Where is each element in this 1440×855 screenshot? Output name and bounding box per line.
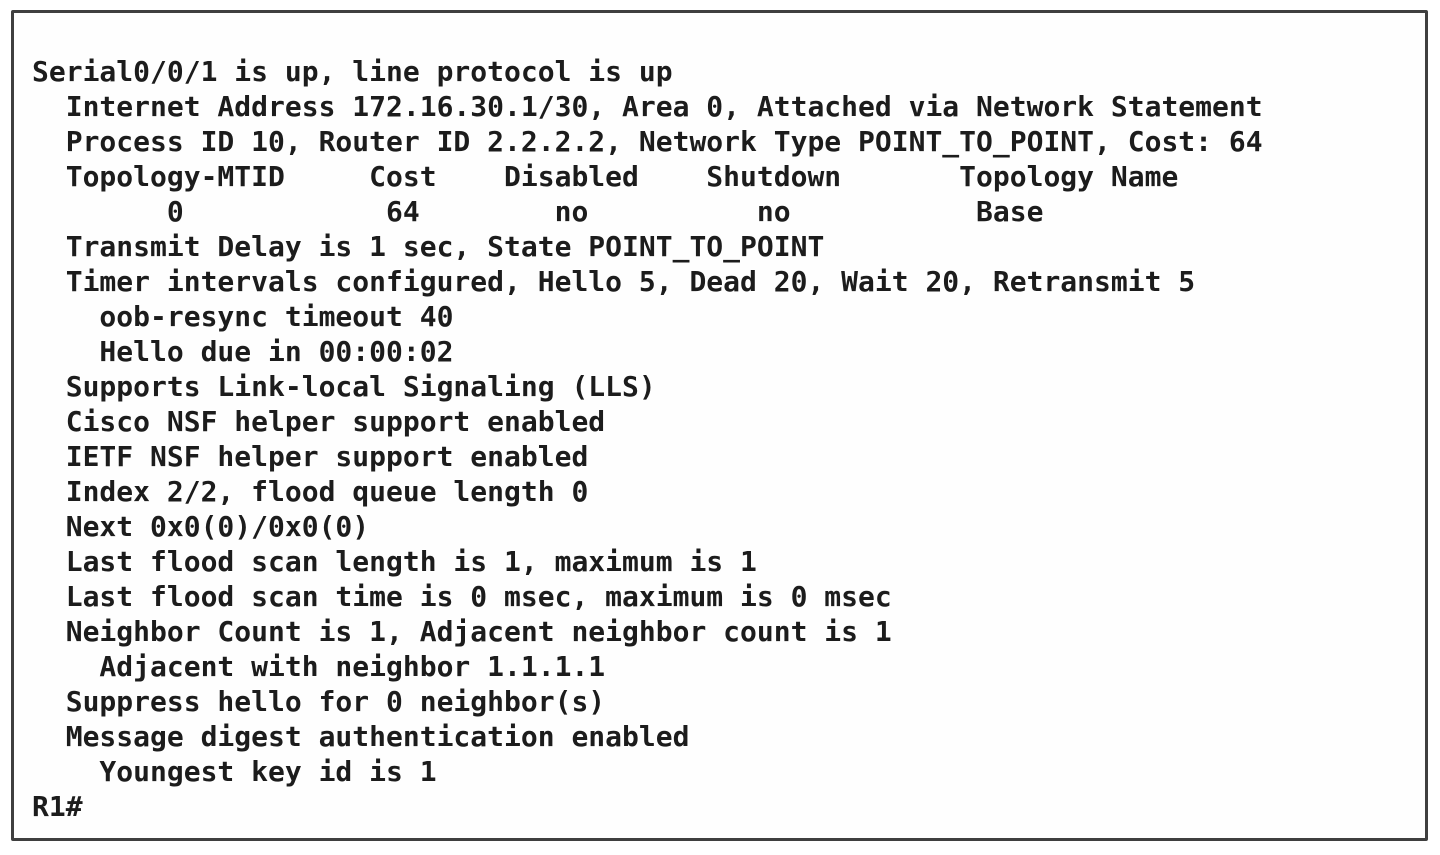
- console-line-suppress-hello: Suppress hello for 0 neighbor(s): [32, 685, 606, 718]
- console-line-youngest-key: Youngest key id is 1: [32, 755, 437, 788]
- console-line-topology-values: 0 64 no no Base: [32, 195, 1044, 228]
- console-line-timer-intervals: Timer intervals configured, Hello 5, Dea…: [32, 265, 1196, 298]
- console-line-transmit-delay: Transmit Delay is 1 sec, State POINT_TO_…: [32, 230, 825, 263]
- console-line-interface-status: Serial0/0/1 is up, line protocol is up: [32, 55, 673, 88]
- console-line-index-flood-queue: Index 2/2, flood queue length 0: [32, 475, 589, 508]
- console-line-adjacent-neighbor: Adjacent with neighbor 1.1.1.1: [32, 650, 606, 683]
- cli-prompt-line: R1#: [32, 790, 83, 823]
- console-line-process-id: Process ID 10, Router ID 2.2.2.2, Networ…: [32, 125, 1263, 158]
- cli-terminal-box[interactable]: Serial0/0/1 is up, line protocol is up I…: [11, 10, 1428, 841]
- console-line-ietf-nsf: IETF NSF helper support enabled: [32, 440, 589, 473]
- console-line-next-pointer: Next 0x0(0)/0x0(0): [32, 510, 370, 543]
- console-line-lls-support: Supports Link-local Signaling (LLS): [32, 370, 656, 403]
- console-line-hello-due: Hello due in 00:00:02: [32, 335, 454, 368]
- console-line-topology-header: Topology-MTID Cost Disabled Shutdown Top…: [32, 160, 1179, 193]
- console-line-cisco-nsf: Cisco NSF helper support enabled: [32, 405, 606, 438]
- console-line-neighbor-count: Neighbor Count is 1, Adjacent neighbor c…: [32, 615, 892, 648]
- console-line-flood-scan-time: Last flood scan time is 0 msec, maximum …: [32, 580, 892, 613]
- console-line-message-digest: Message digest authentication enabled: [32, 720, 690, 753]
- console-line-internet-address: Internet Address 172.16.30.1/30, Area 0,…: [32, 90, 1263, 123]
- console-line-flood-scan-length: Last flood scan length is 1, maximum is …: [32, 545, 757, 578]
- console-line-oob-resync: oob-resync timeout 40: [32, 300, 454, 333]
